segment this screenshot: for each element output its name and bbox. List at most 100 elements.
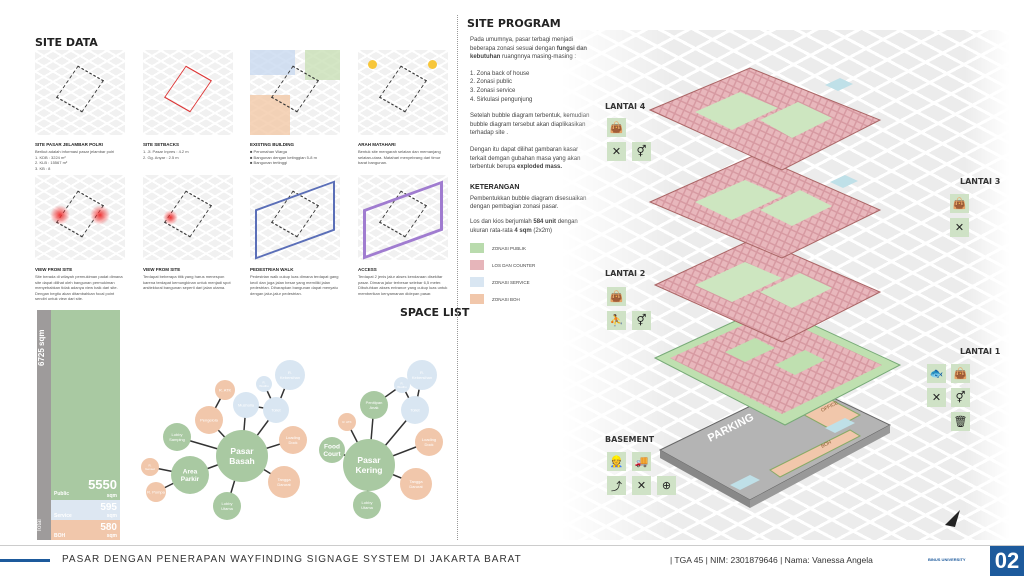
shopping-bag-icon: 👜 bbox=[951, 364, 970, 383]
legend-item: ZONASI SERVICE bbox=[470, 277, 595, 288]
bubble-label: R. bbox=[263, 380, 266, 384]
total-bar: 6725 sqm Total bbox=[37, 310, 51, 540]
bubble-label: Anak bbox=[369, 405, 378, 410]
bubble-label: Dock bbox=[424, 442, 433, 447]
bubble-toilet: Toilet bbox=[263, 397, 289, 423]
bubble-label: Loading bbox=[286, 435, 300, 440]
bubble-diagrams: PasarBasahAreaParkirLobbySampingPengelol… bbox=[141, 360, 443, 520]
floor-label-3: LANTAI 3 bbox=[960, 177, 1001, 186]
bubble-rpompa: R. Pompa bbox=[146, 482, 166, 502]
floor-label-basement: BASEMENT bbox=[605, 435, 655, 444]
bubble-label: Utama bbox=[221, 506, 234, 511]
trash-icon: 🗑 bbox=[951, 412, 970, 431]
parking-icon: ⊕ bbox=[657, 476, 676, 495]
bubble-label: Darurat bbox=[277, 482, 291, 487]
site-program-p2: Setelah bubble diagram terbentuk, kemudi… bbox=[470, 113, 590, 137]
divider bbox=[457, 15, 458, 540]
bubble-label: Pasar bbox=[357, 455, 381, 465]
bubble-label: Toilet bbox=[410, 407, 420, 412]
bubble-label: Kering bbox=[356, 465, 383, 475]
segment-unit: sqm bbox=[106, 532, 117, 539]
site-analysis-map bbox=[358, 50, 448, 135]
shopping-bag-icon: 👜 bbox=[607, 118, 626, 137]
bubble-ratk: R. ATK bbox=[338, 413, 356, 431]
playground-icon: ⛹ bbox=[607, 311, 626, 330]
floor-2-mass bbox=[653, 237, 882, 343]
floor-label-4: LANTAI 4 bbox=[605, 102, 646, 111]
bubble-label: Area bbox=[183, 468, 198, 475]
legend-label: ZONASI PUBLIK bbox=[492, 245, 527, 251]
bubble-ratk: R. ATK bbox=[215, 380, 235, 400]
bubble-label: Kebersihan bbox=[280, 375, 300, 380]
bubble-label: Pengelola bbox=[200, 417, 219, 422]
boh-label: BOH bbox=[820, 439, 833, 449]
restaurant-icon: ✕ bbox=[607, 142, 626, 161]
bubble-label: Wudhu bbox=[259, 384, 269, 388]
site-data-title: SITE DATA bbox=[35, 36, 98, 49]
segment-value: 580 bbox=[100, 521, 117, 533]
bubble-label: Darurat bbox=[409, 484, 423, 489]
legend-swatch bbox=[470, 277, 484, 288]
page-number: 02 bbox=[990, 546, 1024, 576]
basement-slab: PARKING OFFICE BOH bbox=[658, 381, 892, 508]
bubble-label: Lobby bbox=[222, 501, 233, 506]
segment-unit: sqm bbox=[106, 492, 117, 499]
site-program-p3: Dengan itu dapat dilihat gambaran kasar … bbox=[470, 146, 581, 171]
floor-4-mass bbox=[648, 67, 882, 171]
floor-3-mass bbox=[648, 154, 882, 259]
site-analysis-map bbox=[35, 50, 125, 135]
bubble-pengelola: Pengelola bbox=[195, 406, 223, 434]
floor-label-2: LANTAI 2 bbox=[605, 269, 646, 278]
bubble-label: R. bbox=[420, 370, 424, 375]
bubble-label: Lobby bbox=[362, 500, 373, 505]
segment-name: Public bbox=[54, 490, 70, 497]
bubble-r-kebersihan: R.Kebersihan bbox=[407, 360, 437, 390]
legend-label: LOS DAN COUNTER bbox=[492, 262, 536, 268]
staff-icon: 👷 bbox=[607, 452, 626, 471]
stairs-icon: ⤴ bbox=[607, 476, 626, 495]
bubble-label: R. ATK bbox=[219, 387, 232, 392]
bubble-label: Penitipan bbox=[366, 400, 383, 405]
bubble-label: Toilet bbox=[271, 407, 281, 412]
truck-icon: 🚚 bbox=[632, 452, 651, 471]
bubble-toilet: Toilet bbox=[401, 396, 429, 424]
exploded-mass-axonometric: PARKING OFFICE BOH bbox=[648, 67, 960, 527]
north-arrow-icon bbox=[945, 510, 960, 527]
legend-item: ZONASI BOH bbox=[470, 294, 595, 305]
bubble-label: Genset bbox=[145, 467, 155, 471]
bubble-label: Food bbox=[324, 443, 340, 450]
bubble-label: Parkir bbox=[181, 476, 200, 483]
bubble-label: Tangga bbox=[409, 479, 423, 484]
keterangan-p1: Pembentukkan bubble diagram disesuaikan … bbox=[470, 195, 587, 211]
keterangan-title: KETERANGAN bbox=[470, 183, 520, 191]
site-analysis-map bbox=[250, 50, 340, 135]
segment-name: Service bbox=[54, 512, 72, 519]
segment-value: 595 bbox=[100, 501, 117, 513]
university-logo: BINUS UNIVERSITY bbox=[928, 557, 966, 562]
bubble-label: Loading bbox=[422, 437, 436, 442]
bubble-label: Wudhu bbox=[397, 385, 407, 389]
segment-value: 5550 bbox=[88, 476, 117, 492]
restaurant-icon: ✕ bbox=[950, 218, 969, 237]
site-program-title: SITE PROGRAM bbox=[467, 17, 561, 30]
legend-label: ZONASI BOH bbox=[492, 296, 520, 302]
restroom-icon: ⚥ bbox=[632, 142, 651, 161]
bubble-r-genset: R.Genset bbox=[141, 458, 159, 476]
site-analysis-map bbox=[143, 175, 233, 260]
footer-rule bbox=[0, 545, 1024, 546]
legend-item: LOS DAN COUNTER bbox=[470, 260, 595, 271]
site-analysis-map bbox=[35, 175, 125, 260]
footer-accent bbox=[0, 559, 50, 562]
